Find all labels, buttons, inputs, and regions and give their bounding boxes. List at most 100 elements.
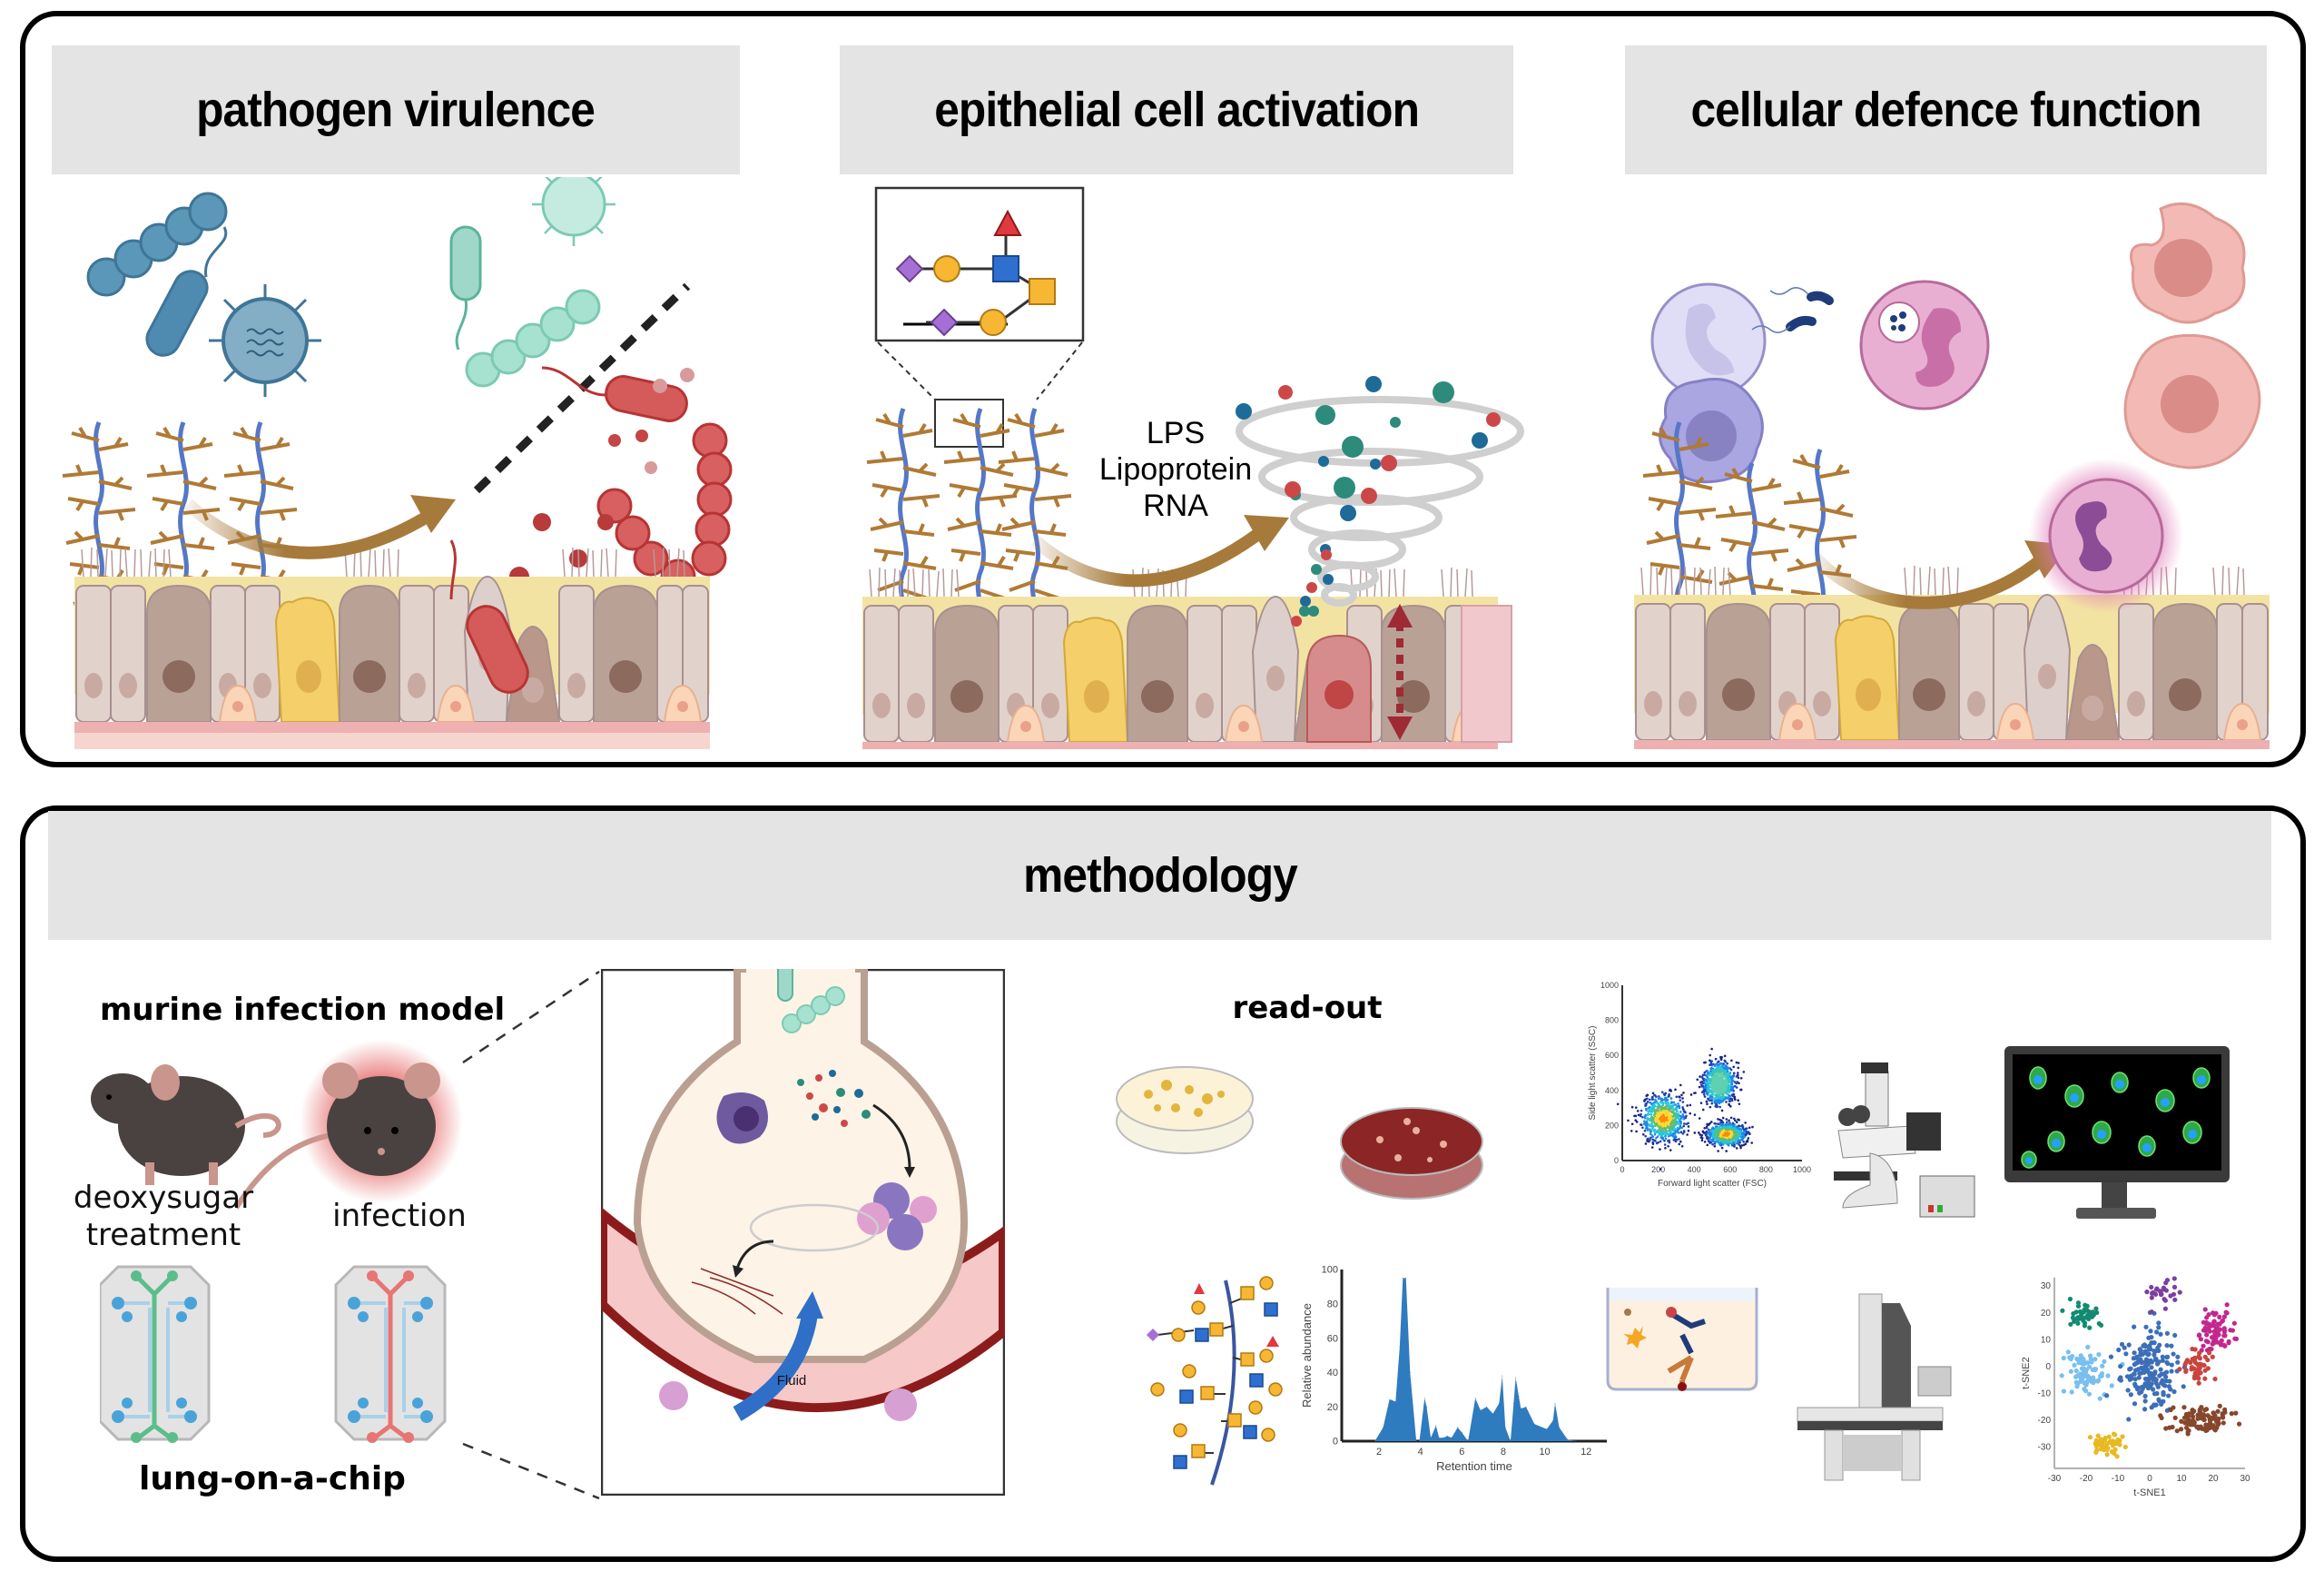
population-3 xyxy=(1693,1116,1754,1152)
density-point xyxy=(1725,1136,1728,1140)
density-point xyxy=(1737,1066,1740,1070)
tsne-point xyxy=(2184,1358,2191,1363)
density-point xyxy=(1660,1099,1664,1102)
tsne-point xyxy=(2109,1383,2114,1388)
treatment-label-line2: treatment xyxy=(85,1217,241,1253)
tsne-point xyxy=(2134,1355,2140,1360)
density-point xyxy=(1701,1084,1705,1088)
density-point xyxy=(1641,1115,1644,1119)
density-point xyxy=(1665,1104,1668,1107)
density-point xyxy=(1738,1139,1740,1141)
density-point xyxy=(1653,1139,1656,1142)
density-point xyxy=(1656,1112,1659,1114)
density-point xyxy=(1649,1113,1653,1116)
density-point xyxy=(1736,1141,1738,1145)
density-point xyxy=(1646,1093,1649,1097)
density-point xyxy=(1672,1103,1675,1107)
tsne-point xyxy=(2164,1355,2170,1360)
tsne-point xyxy=(2081,1373,2086,1378)
density-point xyxy=(1648,1098,1651,1102)
density-point xyxy=(1709,1078,1712,1081)
density-point xyxy=(1728,1078,1731,1082)
tsne-point xyxy=(2205,1339,2211,1345)
density-point xyxy=(1659,1133,1663,1137)
density-point xyxy=(1718,1142,1722,1145)
tsne-point xyxy=(2204,1332,2210,1338)
tsne-point xyxy=(2149,1339,2154,1346)
density-point xyxy=(1709,1141,1712,1143)
density-point xyxy=(1681,1106,1684,1109)
tsne-point xyxy=(2102,1359,2107,1364)
density-point xyxy=(1720,1146,1724,1150)
density-point xyxy=(1725,1101,1728,1103)
density-point xyxy=(1665,1126,1669,1130)
stimulus-rna: RNA xyxy=(1143,489,1208,523)
density-point xyxy=(1674,1134,1677,1138)
density-point xyxy=(1733,1084,1737,1088)
y-tick-label: 60 xyxy=(1327,1333,1338,1344)
tsne-point xyxy=(2210,1323,2215,1329)
density-point xyxy=(1656,1113,1659,1117)
tsne-point xyxy=(2081,1369,2086,1376)
glowing-neutrophil-icon xyxy=(2029,459,2183,613)
murine-model-title: murine infection model xyxy=(100,992,506,1028)
density-point xyxy=(1689,1093,1693,1096)
density-point xyxy=(1667,1114,1669,1118)
density-point xyxy=(1671,1111,1675,1114)
density-point xyxy=(1714,1063,1717,1067)
tsne-point xyxy=(2074,1356,2080,1362)
tsne-point xyxy=(2167,1378,2172,1384)
cellular-defence-illustration xyxy=(1633,202,2270,749)
density-point xyxy=(1645,1102,1648,1105)
tsne-point xyxy=(2177,1290,2182,1295)
density-point xyxy=(1649,1101,1652,1104)
density-point xyxy=(1679,1095,1681,1099)
density-point xyxy=(1718,1130,1721,1133)
chromatogram-point xyxy=(1510,1440,1512,1442)
tsne-point xyxy=(2102,1438,2108,1443)
tsne-point xyxy=(2156,1359,2162,1365)
density-point xyxy=(1709,1121,1713,1123)
tsne-point xyxy=(2203,1428,2209,1434)
tsne-point xyxy=(2200,1362,2205,1368)
tsne-point xyxy=(2196,1333,2201,1339)
density-point xyxy=(1721,1116,1725,1120)
tsne-point xyxy=(2203,1422,2209,1428)
density-point xyxy=(1737,1135,1739,1139)
density-point xyxy=(1636,1110,1640,1112)
y-tick-label: 10 xyxy=(2041,1335,2052,1345)
density-point xyxy=(1719,1096,1722,1100)
tsne-point xyxy=(2163,1426,2169,1431)
tsne-point xyxy=(2202,1307,2208,1312)
density-point xyxy=(1733,1095,1737,1099)
y-tick-label: -30 xyxy=(2038,1443,2052,1453)
density-point xyxy=(1739,1076,1743,1080)
density-point xyxy=(1706,1071,1709,1073)
density-point xyxy=(1706,1075,1709,1079)
chromatogram-point xyxy=(1567,1438,1569,1440)
tsne-point xyxy=(2224,1302,2230,1308)
density-point xyxy=(1720,1089,1723,1092)
tsne-point xyxy=(2202,1368,2208,1373)
density-point xyxy=(1705,1126,1709,1130)
bacillus-icon xyxy=(145,226,228,357)
density-point xyxy=(1725,1121,1728,1124)
density-point xyxy=(1726,1062,1728,1065)
density-point xyxy=(1739,1128,1743,1131)
tsne-point xyxy=(2179,1418,2184,1424)
tsne-point xyxy=(2142,1393,2148,1398)
density-point xyxy=(1731,1140,1735,1143)
tsne-point xyxy=(2150,1387,2156,1392)
tsne-point xyxy=(2194,1424,2200,1430)
density-point xyxy=(1730,1077,1734,1080)
density-point xyxy=(1718,1081,1720,1084)
tsne-point xyxy=(2155,1384,2161,1389)
tsne-point xyxy=(2073,1379,2079,1385)
density-point xyxy=(1660,1112,1663,1115)
density-point xyxy=(1751,1125,1754,1129)
density-point xyxy=(1670,1121,1673,1124)
density-point xyxy=(1649,1130,1652,1133)
y-axis-label: Side light scatter (SSC) xyxy=(1588,1026,1598,1121)
density-point xyxy=(1643,1129,1647,1132)
